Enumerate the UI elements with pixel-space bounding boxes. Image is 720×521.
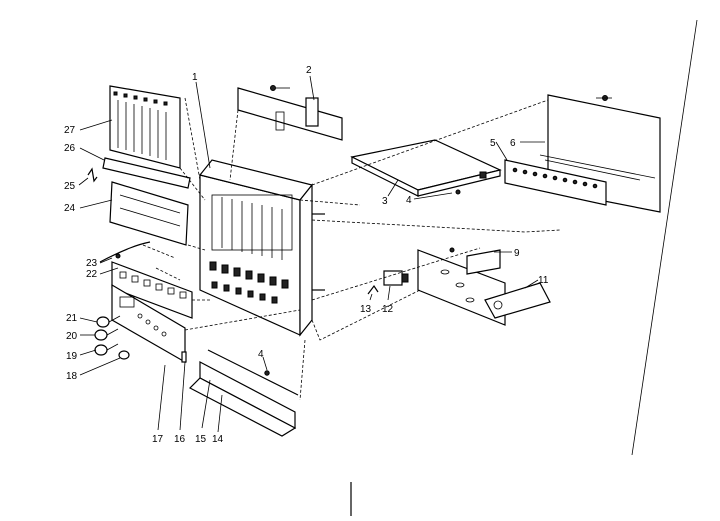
knob-18-part	[118, 350, 130, 360]
callout-17: 17	[152, 434, 164, 445]
switch-board-22-part	[111, 261, 193, 319]
callout-23: 23	[86, 258, 98, 269]
cable-23-part	[99, 241, 151, 263]
page-edge-line	[631, 19, 698, 456]
callout-13: 13	[360, 304, 372, 315]
assembly-lines	[142, 97, 561, 401]
callout-25: 25	[64, 181, 76, 192]
callout-14: 14	[212, 434, 224, 445]
callout-19: 19	[66, 351, 78, 362]
callout-4-top: 4	[406, 195, 412, 206]
callout-4-bottom: 4	[258, 349, 264, 360]
callout-1: 1	[192, 72, 198, 83]
callout-2: 2	[306, 65, 312, 76]
bracket-9-part	[417, 247, 506, 326]
chassis-part	[198, 159, 325, 337]
top-cover-part	[350, 139, 502, 197]
callout-16: 16	[174, 434, 186, 445]
switch-12-part	[383, 270, 409, 286]
leader-lines	[78, 75, 545, 433]
callout-26: 26	[64, 143, 76, 154]
callout-11: 11	[538, 275, 549, 286]
clip-25-part	[87, 167, 98, 183]
screw-4-top	[455, 189, 461, 195]
board-11-part	[484, 282, 551, 319]
rail-26-part	[102, 157, 191, 189]
top-bracket-part	[237, 85, 343, 141]
clip-16-part	[181, 351, 187, 363]
callout-labels: 1 2 3 4 5 6 9 11 12 13 14 15 16 17 18 19…	[64, 65, 549, 445]
rear-panel-part	[504, 94, 661, 213]
callout-6: 6	[510, 138, 516, 149]
callout-9: 9	[514, 248, 520, 259]
callout-22: 22	[86, 269, 98, 280]
callout-15: 15	[195, 434, 207, 445]
knob-20-part	[94, 328, 119, 341]
callout-5: 5	[490, 138, 496, 149]
pcb-card-part	[109, 85, 181, 169]
callout-12: 12	[382, 304, 394, 315]
clip-13-part	[367, 284, 379, 295]
callout-21: 21	[66, 313, 78, 324]
callout-24: 24	[64, 203, 76, 214]
knob-19-part	[94, 343, 119, 356]
callout-27: 27	[64, 125, 76, 136]
callout-20: 20	[66, 331, 78, 342]
callout-18: 18	[66, 371, 78, 382]
screw-4-bottom	[264, 370, 270, 376]
rail-24-part	[109, 181, 189, 246]
callout-3: 3	[382, 196, 388, 207]
bottom-rail-14-part	[188, 349, 299, 437]
